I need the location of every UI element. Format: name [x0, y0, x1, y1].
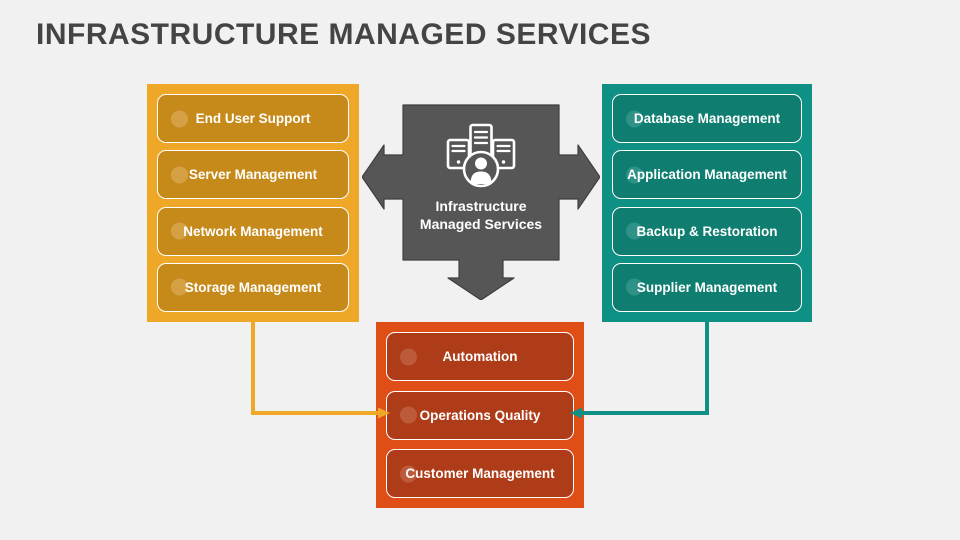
connector-left-to-bottom — [251, 318, 390, 419]
list-item-label: Database Management — [633, 111, 781, 126]
left-panel: End User Support Server Management Netwo… — [147, 84, 359, 322]
list-item-label: Customer Management — [405, 466, 555, 481]
page-title: INFRASTRUCTURE MANAGED SERVICES — [36, 18, 651, 51]
bullet-dot-icon — [400, 465, 417, 482]
bullet-dot-icon — [626, 166, 643, 184]
bullet-dot-icon — [626, 222, 643, 240]
list-item[interactable]: Automation — [386, 332, 574, 381]
connector-right-to-bottom — [570, 318, 709, 419]
list-item[interactable]: Database Management — [612, 94, 802, 143]
bottom-panel: Automation Operations Quality Customer M… — [376, 322, 584, 508]
right-panel: Database Management Application Manageme… — [602, 84, 812, 322]
list-item[interactable]: Storage Management — [157, 262, 349, 312]
list-item-label: Application Management — [627, 167, 787, 183]
list-item-label: Supplier Management — [636, 279, 778, 295]
list-item-label: End User Support — [195, 111, 311, 126]
list-item[interactable]: End User Support — [157, 94, 349, 143]
bullet-dot-icon — [400, 406, 417, 424]
list-item[interactable]: Operations Quality — [386, 390, 574, 440]
bullet-dot-icon — [626, 110, 643, 127]
list-item[interactable]: Supplier Management — [612, 262, 802, 312]
list-item[interactable]: Application Management — [612, 150, 802, 200]
bullet-dot-icon — [171, 166, 188, 184]
hub-arrow-shape — [362, 104, 600, 300]
bullet-dot-icon — [400, 348, 417, 365]
list-item[interactable]: Customer Management — [386, 449, 574, 498]
bullet-dot-icon — [171, 278, 188, 296]
list-item-label: Backup & Restoration — [636, 223, 778, 239]
bullet-dot-icon — [171, 110, 188, 127]
center-hub[interactable]: Infrastructure Managed Services — [362, 100, 600, 300]
list-item[interactable]: Server Management — [157, 150, 349, 200]
list-item-label: Operations Quality — [419, 407, 541, 423]
list-item-label: Storage Management — [184, 279, 322, 295]
list-item-label: Server Management — [188, 167, 318, 183]
list-item-label: Automation — [442, 349, 518, 364]
bullet-dot-icon — [626, 278, 643, 296]
connector-arrowhead-right — [378, 407, 390, 419]
connector-arrowhead-left — [570, 407, 582, 419]
bullet-dot-icon — [171, 222, 188, 240]
list-item-label: Network Management — [183, 223, 323, 239]
list-item[interactable]: Network Management — [157, 206, 349, 256]
list-item[interactable]: Backup & Restoration — [612, 206, 802, 256]
